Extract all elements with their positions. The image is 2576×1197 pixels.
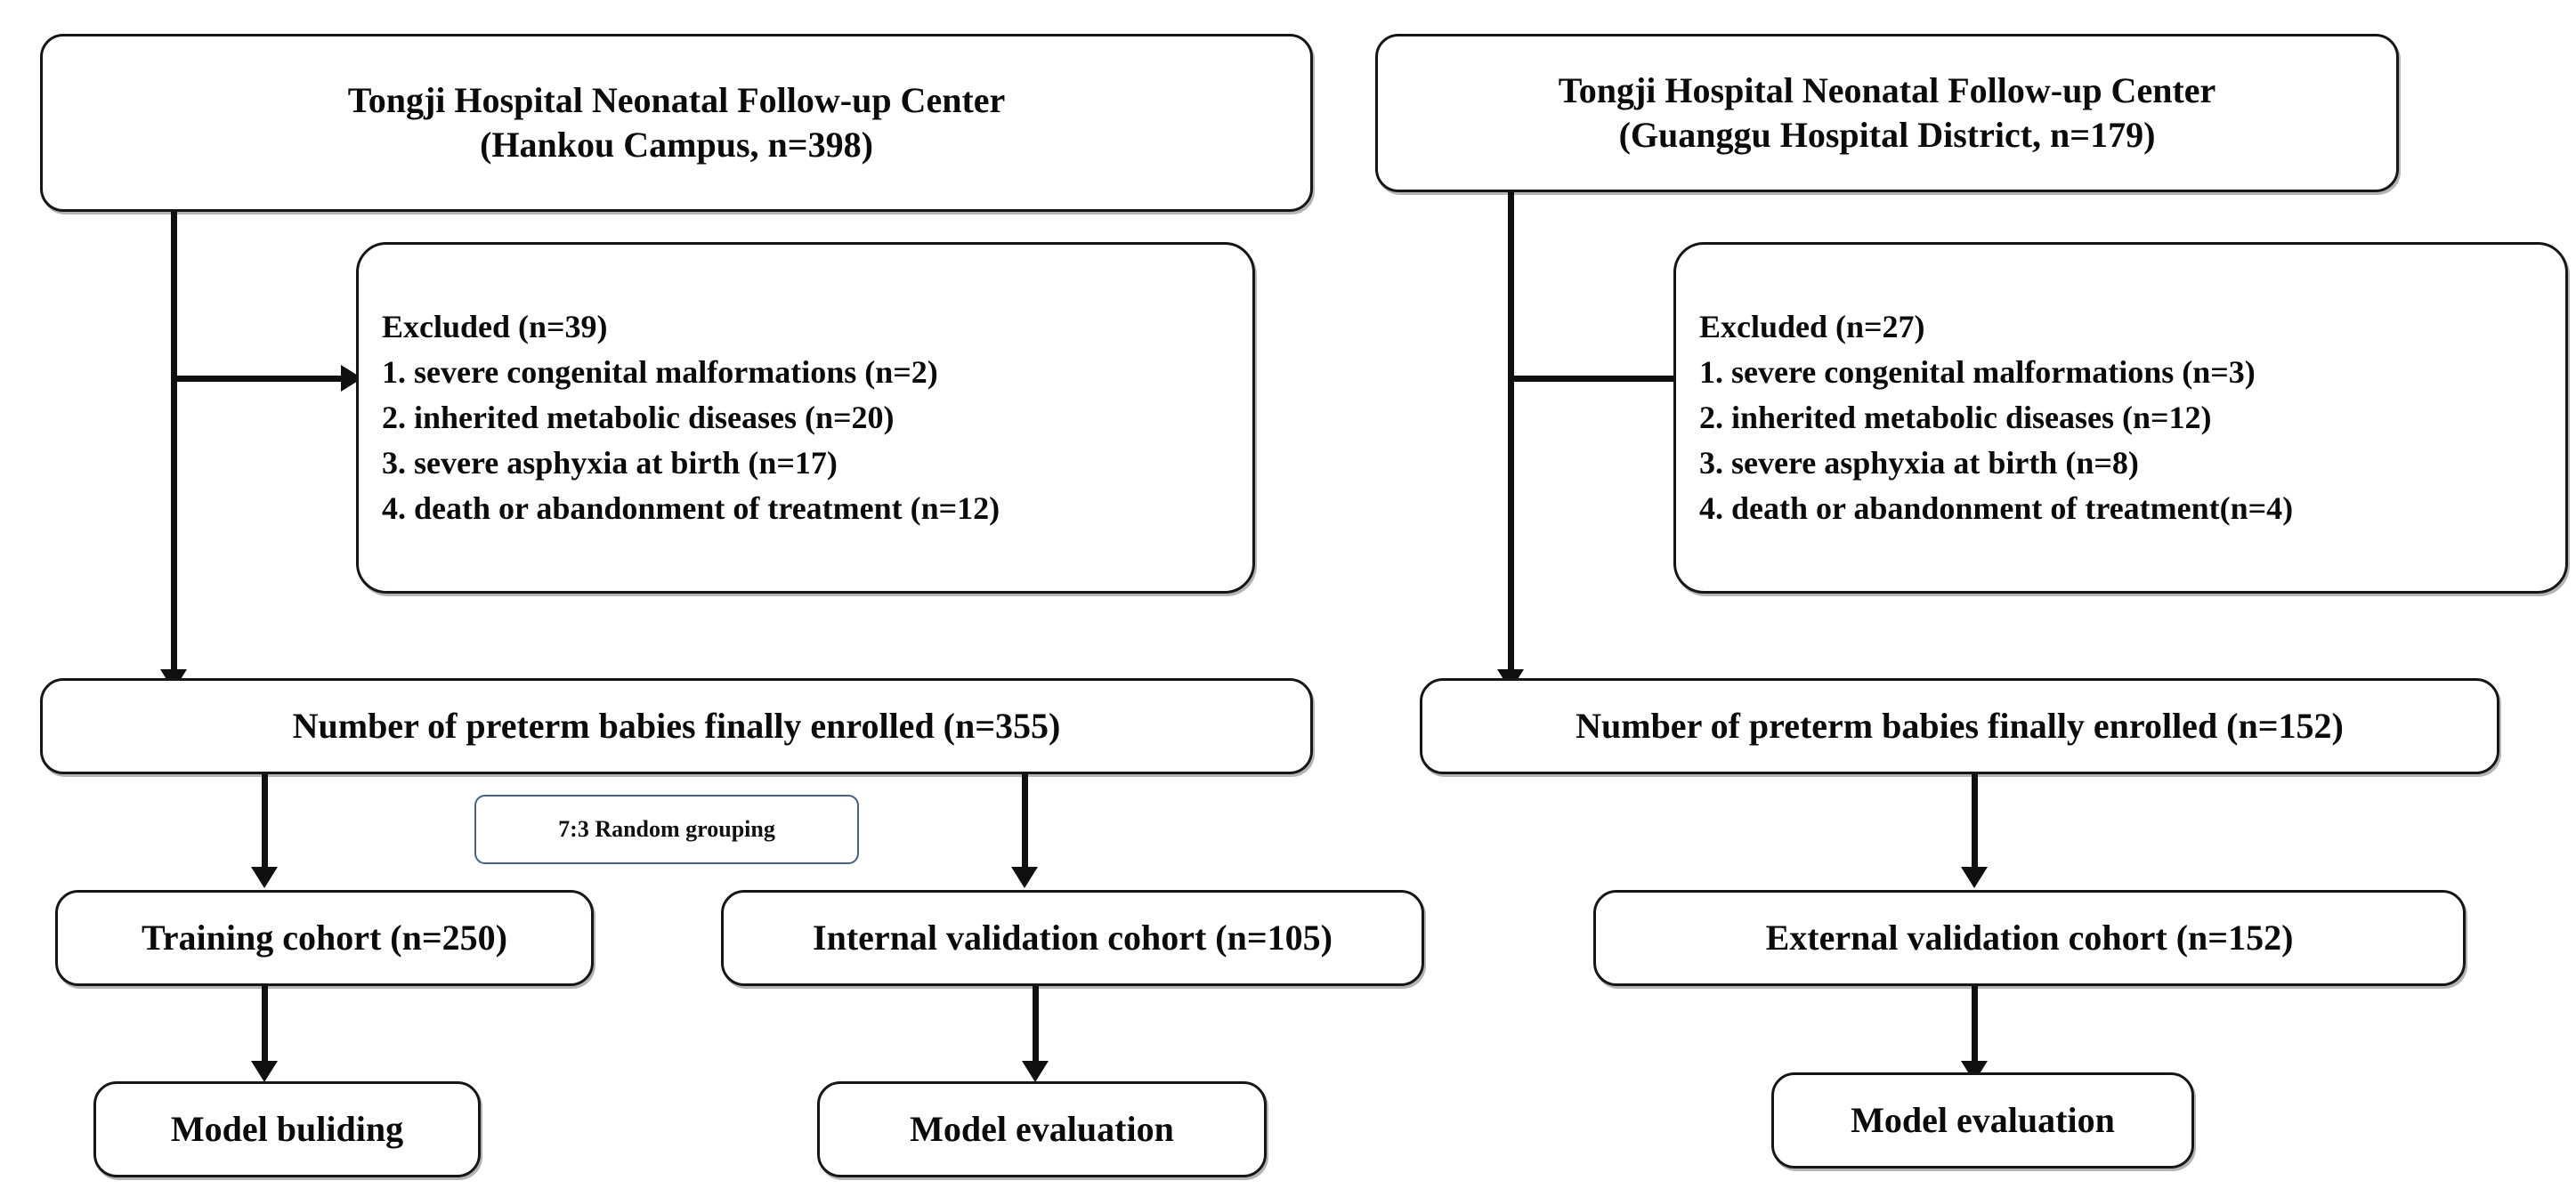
node-source-guanggu: Tongji Hospital Neonatal Follow-up Cente… bbox=[1375, 34, 2399, 192]
node-source-hankou: Tongji Hospital Neonatal Follow-up Cente… bbox=[40, 34, 1313, 212]
node-training-cohort: Training cohort (n=250) bbox=[55, 890, 594, 986]
connector-training-stem bbox=[262, 774, 268, 870]
enrolled-guanggu-label: Number of preterm babies finally enrolle… bbox=[1576, 706, 2344, 746]
excluded-hankou-item-1: 1. severe congenital malformations (n=2) bbox=[382, 353, 938, 390]
node-enrolled-hankou: Number of preterm babies finally enrolle… bbox=[40, 678, 1313, 774]
arrowhead-training bbox=[251, 867, 278, 888]
connector-external-stem bbox=[1972, 774, 1978, 870]
arrowhead-model-eval-internal bbox=[1022, 1061, 1049, 1082]
note-random-grouping: 7:3 Random grouping bbox=[474, 795, 859, 864]
connector-hankou-trunk bbox=[171, 212, 177, 692]
connector-model-eval-external-stem bbox=[1972, 986, 1978, 1064]
model-evaluation-external-label: Model evaluation bbox=[1851, 1100, 2115, 1140]
excluded-guanggu-item-2: 2. inherited metabolic diseases (n=12) bbox=[1699, 399, 2212, 435]
node-excluded-hankou: Excluded (n=39) 1. severe congenital mal… bbox=[356, 242, 1255, 594]
source-guanggu-line1: Tongji Hospital Neonatal Follow-up Cente… bbox=[1558, 70, 2216, 110]
excluded-guanggu-item-1: 1. severe congenital malformations (n=3) bbox=[1699, 353, 2256, 390]
excluded-hankou-item-3: 3. severe asphyxia at birth (n=17) bbox=[382, 445, 838, 481]
enrolled-hankou-label: Number of preterm babies finally enrolle… bbox=[292, 706, 1061, 746]
excluded-hankou-item-2: 2. inherited metabolic diseases (n=20) bbox=[382, 399, 895, 435]
excluded-hankou-heading: Excluded (n=39) bbox=[382, 308, 608, 344]
arrowhead-internal bbox=[1011, 867, 1038, 888]
internal-validation-cohort-label: Internal validation cohort (n=105) bbox=[813, 918, 1333, 958]
source-guanggu-line2: (Guanggu Hospital District, n=179) bbox=[1618, 115, 2156, 155]
connector-hankou-exclusion bbox=[174, 376, 352, 382]
source-hankou-line1: Tongji Hospital Neonatal Follow-up Cente… bbox=[347, 80, 1006, 120]
model-building-label: Model buliding bbox=[170, 1109, 404, 1149]
excluded-guanggu-item-3: 3. severe asphyxia at birth (n=8) bbox=[1699, 445, 2139, 481]
arrowhead-model-building bbox=[251, 1061, 278, 1082]
excluded-guanggu-item-4: 4. death or abandonment of treatment(n=4… bbox=[1699, 490, 2294, 527]
node-enrolled-guanggu: Number of preterm babies finally enrolle… bbox=[1420, 678, 2499, 774]
node-model-evaluation-external: Model evaluation bbox=[1771, 1072, 2194, 1169]
connector-guanggu-trunk bbox=[1508, 192, 1514, 692]
arrowhead-external bbox=[1961, 867, 1988, 888]
note-random-grouping-label: 7:3 Random grouping bbox=[558, 816, 775, 842]
training-cohort-label: Training cohort (n=250) bbox=[142, 918, 507, 958]
node-internal-validation-cohort: Internal validation cohort (n=105) bbox=[721, 890, 1424, 986]
node-model-evaluation-internal: Model evaluation bbox=[817, 1081, 1267, 1177]
external-validation-cohort-label: External validation cohort (n=152) bbox=[1765, 918, 2294, 958]
connector-model-building-stem bbox=[262, 986, 268, 1064]
source-hankou-line2: (Hankou Campus, n=398) bbox=[480, 125, 873, 165]
connector-model-eval-internal-stem bbox=[1033, 986, 1039, 1064]
connector-internal-stem bbox=[1022, 774, 1028, 870]
excluded-guanggu-heading: Excluded (n=27) bbox=[1699, 308, 1925, 344]
excluded-hankou-item-4: 4. death or abandonment of treatment (n=… bbox=[382, 490, 1000, 527]
model-evaluation-internal-label: Model evaluation bbox=[910, 1109, 1174, 1149]
node-excluded-guanggu: Excluded (n=27) 1. severe congenital mal… bbox=[1673, 242, 2568, 594]
connector-guanggu-exclusion bbox=[1511, 376, 1689, 382]
node-model-building: Model buliding bbox=[93, 1081, 481, 1177]
node-external-validation-cohort: External validation cohort (n=152) bbox=[1593, 890, 2466, 986]
